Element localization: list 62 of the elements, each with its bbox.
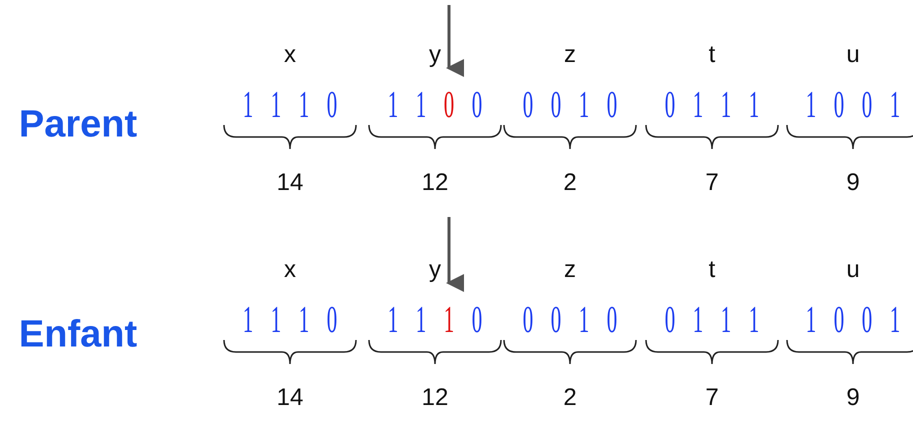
decimal-value: 12 xyxy=(422,169,448,197)
bit: 1 xyxy=(806,83,816,127)
bit: 1 xyxy=(578,298,590,342)
decimal-value: 7 xyxy=(705,169,719,197)
variable-name: x xyxy=(284,41,296,69)
bit: 0 xyxy=(522,83,534,127)
variable-name: y xyxy=(429,41,441,69)
variable-name: x xyxy=(284,256,296,284)
bit: 0 xyxy=(862,298,872,342)
decimal-value: 14 xyxy=(276,169,304,197)
row-title: Enfant xyxy=(18,314,138,356)
decimal-value: 9 xyxy=(846,384,860,412)
variable-name: u xyxy=(846,41,860,69)
bit: 1 xyxy=(806,298,816,342)
bit: 1 xyxy=(298,83,310,127)
bit: 1 xyxy=(748,298,760,342)
bit: 0 xyxy=(472,298,482,342)
bit: 1 xyxy=(720,83,732,127)
decimal-value: 7 xyxy=(705,384,719,412)
decimal-value: 2 xyxy=(563,169,577,197)
variable-name: u xyxy=(846,256,860,284)
bit: 1 xyxy=(578,83,590,127)
bit: 1 xyxy=(388,83,398,127)
bit: 0 xyxy=(834,83,844,127)
bit: 0 xyxy=(550,298,562,342)
bit: 0 xyxy=(664,298,676,342)
bit: 1 xyxy=(242,83,254,127)
variable-name: y xyxy=(429,256,441,284)
bit: 1 xyxy=(416,83,426,127)
decimal-value: 2 xyxy=(563,384,577,412)
bit: 0 xyxy=(606,83,618,127)
decimal-value: 12 xyxy=(422,384,448,412)
mutated-bit: 0 xyxy=(444,83,454,127)
mutated-bit: 1 xyxy=(444,298,454,342)
variable-name: z xyxy=(564,256,576,284)
variable-name: z xyxy=(564,41,576,69)
bit: 1 xyxy=(416,298,426,342)
row-title: Parent xyxy=(18,104,138,146)
bit: 1 xyxy=(692,83,704,127)
bit: 1 xyxy=(692,298,704,342)
bit: 0 xyxy=(834,298,844,342)
bit: 0 xyxy=(326,298,338,342)
bit: 1 xyxy=(890,83,900,127)
bit: 0 xyxy=(522,298,534,342)
bit: 1 xyxy=(890,298,900,342)
bit: 1 xyxy=(298,298,310,342)
decimal-value: 14 xyxy=(276,384,304,412)
bit: 1 xyxy=(270,298,282,342)
bit: 1 xyxy=(388,298,398,342)
bit: 1 xyxy=(270,83,282,127)
bit: 0 xyxy=(472,83,482,127)
bit: 0 xyxy=(606,298,618,342)
bit: 0 xyxy=(862,83,872,127)
decimal-value: 9 xyxy=(846,169,860,197)
bit: 0 xyxy=(550,83,562,127)
bit: 1 xyxy=(748,83,760,127)
bit: 1 xyxy=(720,298,732,342)
bit: 1 xyxy=(242,298,254,342)
bit: 0 xyxy=(664,83,676,127)
variable-name: t xyxy=(708,41,716,69)
variable-name: t xyxy=(708,256,716,284)
bit: 0 xyxy=(326,83,338,127)
